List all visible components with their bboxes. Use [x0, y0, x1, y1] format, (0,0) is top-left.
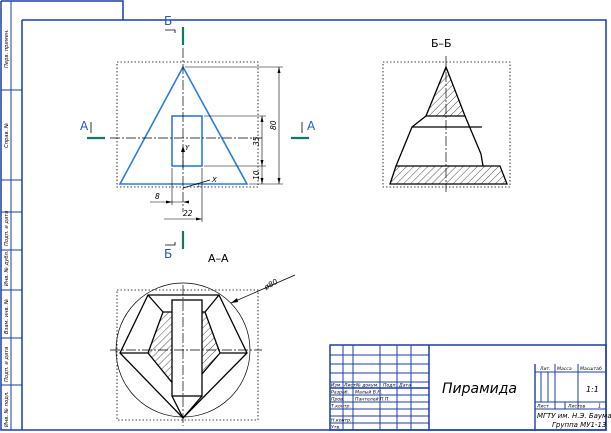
- tb-massa-label: Масса: [557, 366, 572, 372]
- dim-10-label: 10: [252, 170, 261, 180]
- dim-8-arrow-left: [166, 200, 172, 204]
- section-bb-bounding-box: [382, 61, 511, 188]
- tb-razrab-label: Разраб.: [331, 390, 349, 396]
- tb-prov-label: Пров.: [331, 397, 344, 403]
- section-aa-diameter-leader: [230, 274, 296, 304]
- side-label-vzam-inv: Взам. инв. №: [4, 299, 10, 334]
- tb-sheets-value: 1: [598, 404, 601, 410]
- dim-35-arrow-bottom: [260, 160, 264, 166]
- section-bb-bottom-hatched: [389, 165, 508, 185]
- dim-35-label: 35: [252, 136, 261, 146]
- dim-8-label: 8: [155, 192, 160, 201]
- dim-80-arrow-bottom: [277, 178, 281, 184]
- tb-sheets-label: Листов: [567, 404, 585, 410]
- cut-marker-a-right-letter: А: [307, 119, 316, 133]
- section-bb-right-outline: [464, 115, 484, 167]
- tb-nkontr-label: Н.контр.: [331, 418, 352, 424]
- front-view-bounding-box: [116, 61, 259, 188]
- tb-list: Лист: [343, 383, 356, 389]
- tb-data: Дата: [398, 383, 411, 389]
- tb-org-line1: МГТУ им. Н.Э. Баумана: [537, 412, 611, 420]
- side-stamp: [1, 20, 22, 430]
- front-view: Y X ⊥: [110, 48, 262, 212]
- section-aa-edge-2: [204, 294, 220, 313]
- side-label-sprav-no: Справ. №: [4, 123, 10, 148]
- section-aa-edge-1: [147, 294, 164, 313]
- tb-sheet-label: Лист: [536, 404, 549, 410]
- side-stamp-labels: Перв. примен. Справ. № Подп. и дата Инв.…: [4, 29, 10, 427]
- section-aa-cut-slot: [171, 299, 203, 397]
- section-aa-title: А–А: [208, 252, 229, 265]
- tb-drawing-title: Пирамида: [442, 381, 517, 397]
- dim-80-label: 80: [269, 120, 278, 130]
- tb-prov-name: Пантелей П.П.: [355, 397, 390, 403]
- cut-marker-a-left-letter: А: [80, 119, 89, 133]
- dim-22-arrow-right: [196, 217, 202, 221]
- tb-ndokum: № докум.: [355, 383, 379, 389]
- side-label-perv-primen: Перв. примен.: [4, 29, 10, 68]
- section-bb-top-hatched: [425, 65, 466, 117]
- cut-marker-b-top-letter: Б: [164, 14, 172, 28]
- section-aa-diameter-arrow: [231, 298, 238, 303]
- section-bb-view: [382, 56, 511, 192]
- tb-podp: Подп.: [383, 383, 397, 389]
- front-view-pyramid-outline: [118, 65, 249, 185]
- tb-org-line2: Группа МУ1-13: [552, 421, 606, 429]
- front-view-dimension-arrows: [166, 67, 281, 221]
- front-view-y-axis-head: [181, 146, 185, 152]
- section-aa-diameter-label: ø80: [262, 277, 280, 292]
- cut-marker-b-bottom-letter: Б: [164, 247, 172, 261]
- section-bb-title: Б–Б: [431, 37, 452, 50]
- cut-marker-b-top-arrow: [165, 29, 176, 33]
- tb-masshtab-value: 1:1: [586, 385, 599, 394]
- side-label-inv-podl: Инв. № подл.: [4, 391, 10, 427]
- title-block-text: Пирамида Изм. Лист № докум. Подп. Дата Р…: [331, 366, 611, 431]
- cut-marker-b-bottom-arrow: [165, 242, 176, 246]
- front-view-cut-hole: [171, 115, 203, 167]
- dim-80-arrow-top: [277, 67, 281, 73]
- section-bb-middle-outline: [395, 115, 427, 167]
- side-label-inv-dubl: Инв. № дубл.: [4, 251, 10, 287]
- section-aa-view: ø80: [110, 274, 296, 426]
- side-label-podp-data-2: Подп. и дата: [4, 347, 10, 382]
- section-cut-markers: Б Б А А: [80, 14, 316, 261]
- front-view-axis-x-label: X: [211, 176, 217, 184]
- dim-35-arrow-top: [260, 116, 264, 122]
- tb-masshtab-label: Масштаб: [580, 366, 602, 372]
- dim-22-label: 22: [183, 209, 193, 218]
- tb-izm: Изм.: [331, 383, 342, 389]
- title-block: [329, 344, 607, 431]
- section-aa-bounding-box: [116, 289, 259, 421]
- front-view-x-axis-arrow: [182, 179, 211, 189]
- front-view-axis-y-label: Y: [185, 144, 190, 152]
- front-view-axis-z-marker: ⊥: [196, 182, 201, 189]
- dim-10-arrow-bottom: [260, 178, 264, 184]
- tb-lit-label: Лит.: [539, 366, 551, 372]
- tb-utv-label: Утв.: [331, 425, 341, 431]
- section-aa-outer-pentagon: [119, 294, 248, 419]
- tb-razrab-name: Малый В.Н.: [355, 390, 382, 396]
- front-view-dimensions: [150, 66, 283, 222]
- tb-tkontr-label: Т.контр.: [331, 404, 351, 410]
- dim-8-arrow-right: [183, 200, 189, 204]
- front-view-dimension-labels: 80 35 10 8 22: [155, 120, 278, 218]
- side-label-podp-data-1: Подп. и дата: [4, 211, 10, 246]
